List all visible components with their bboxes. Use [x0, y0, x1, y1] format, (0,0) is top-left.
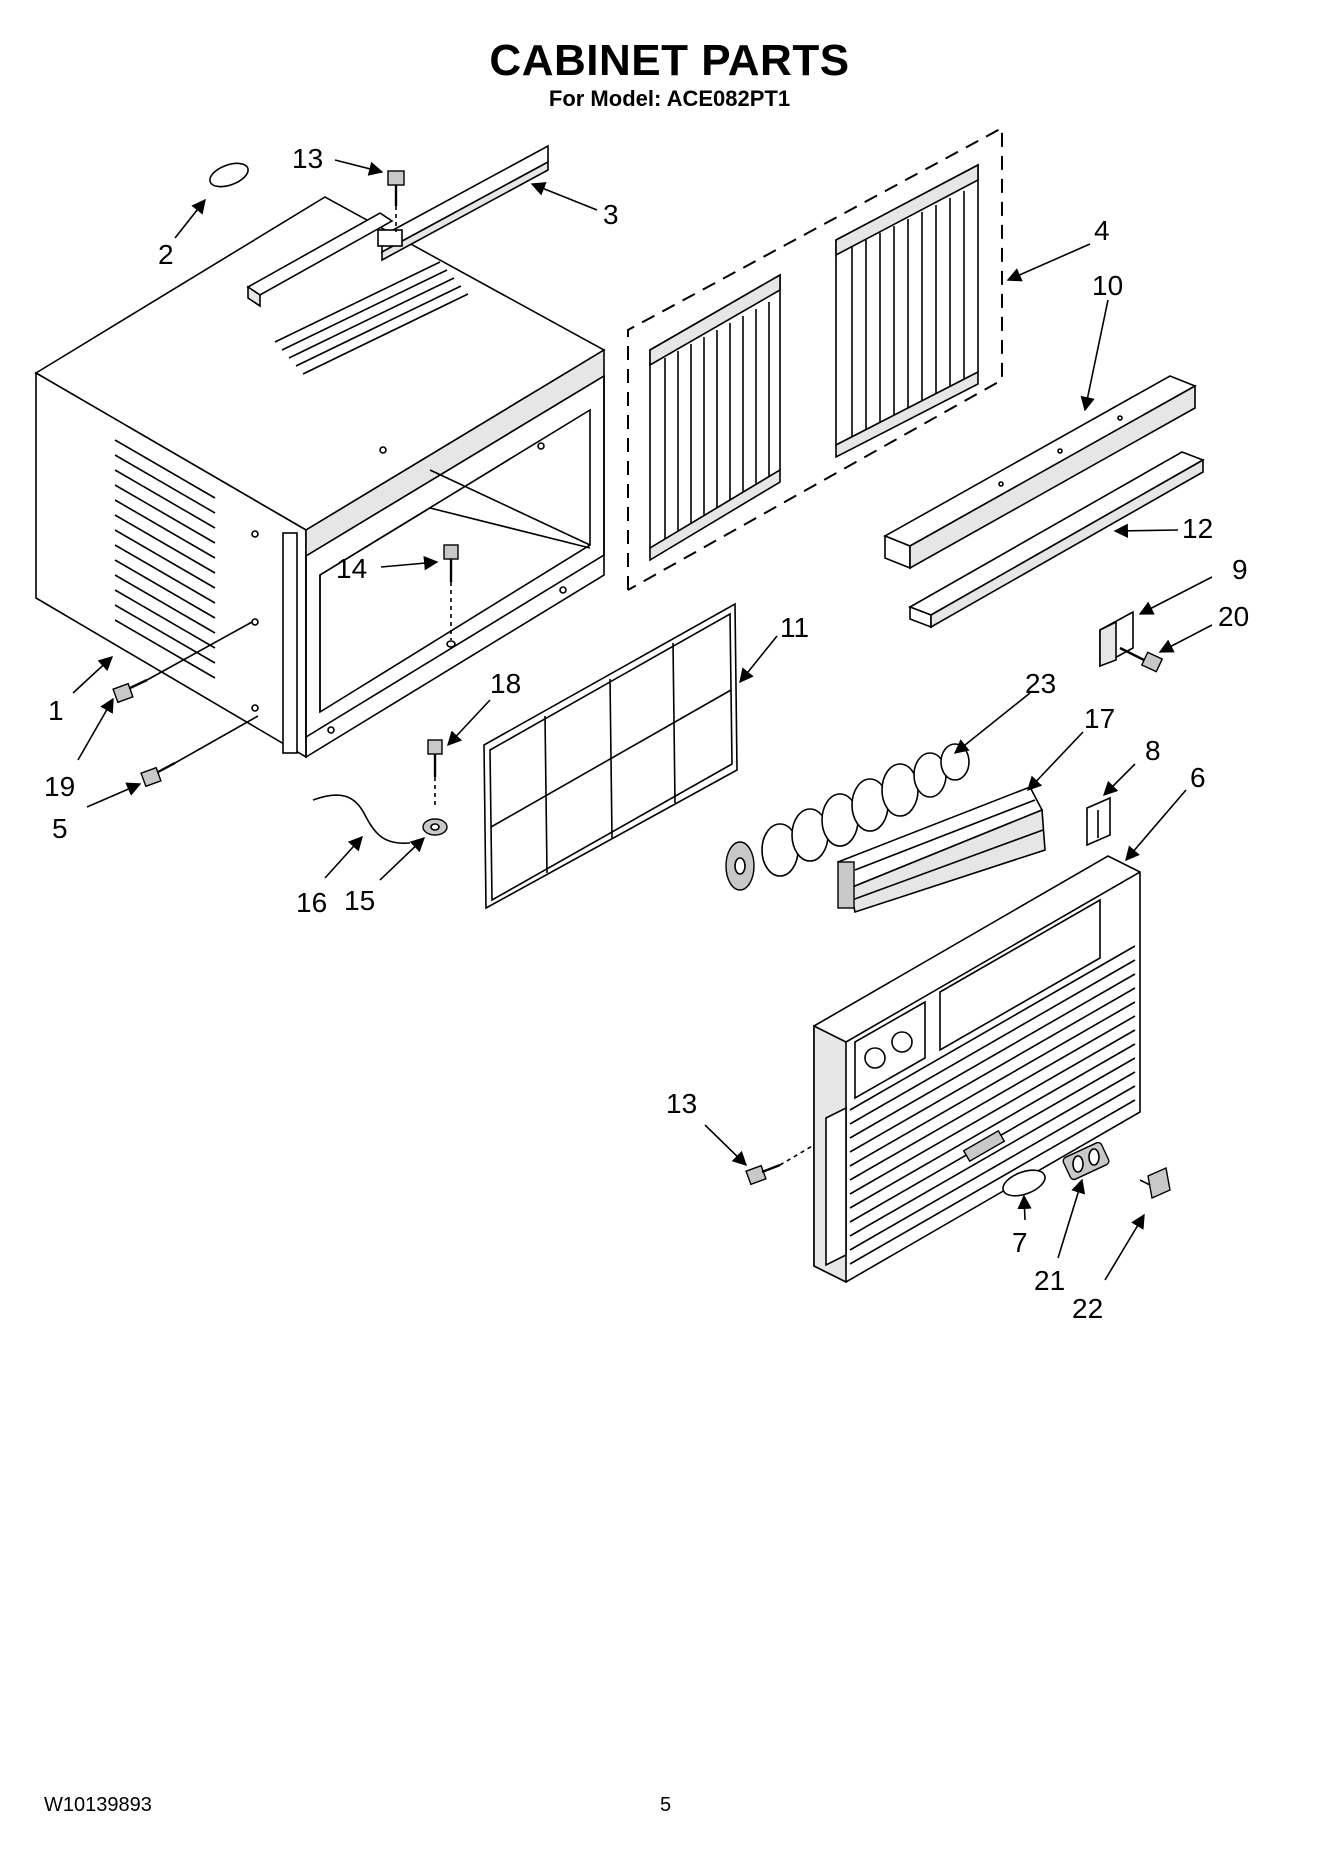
- callout-17: 17: [1084, 703, 1115, 734]
- callout-1: 1: [48, 695, 64, 726]
- callout-13-top: 13: [292, 143, 323, 174]
- screw-13-top: [387, 170, 405, 232]
- control-knob-22: [1139, 1166, 1171, 1200]
- callout-3: 3: [603, 199, 619, 230]
- callout-23: 23: [1025, 668, 1056, 699]
- air-filter: [483, 602, 738, 910]
- leader-lines: [72, 159, 1213, 1281]
- page-number: 5: [660, 1794, 672, 1816]
- callout-2: 2: [158, 239, 174, 270]
- callout-6: 6: [1190, 762, 1206, 793]
- cord-16: [312, 794, 411, 844]
- control-knob-pair: [1062, 1141, 1110, 1181]
- screw-18: [427, 739, 443, 805]
- callout-7: 7: [1012, 1227, 1028, 1258]
- side-curtains: [627, 126, 1003, 591]
- screw-14: [443, 544, 459, 648]
- callout-14: 14: [336, 553, 367, 584]
- clip-8: [1086, 796, 1111, 847]
- callout-4: 4: [1094, 215, 1110, 246]
- front-grille: [813, 855, 1141, 1284]
- side-louvers: [114, 439, 216, 679]
- callout-19: 19: [44, 771, 75, 802]
- page-title: CABINET PARTS: [489, 36, 850, 85]
- label-oval-top: [209, 162, 249, 188]
- screw-5: [140, 715, 259, 788]
- callout-20: 20: [1218, 601, 1249, 632]
- screw-20: [1119, 646, 1164, 673]
- callout-11: 11: [780, 612, 809, 643]
- label-oval-front: [1002, 1169, 1046, 1197]
- callout-18: 18: [490, 668, 521, 699]
- support-rail-lower: [908, 451, 1205, 629]
- document-number: W10139893: [44, 1794, 152, 1816]
- top-louvers: [274, 261, 469, 375]
- screw-13-front: [745, 1144, 815, 1186]
- callout-16: 16: [296, 887, 327, 918]
- callout-8: 8: [1145, 735, 1161, 766]
- blower-wheel: [725, 743, 970, 891]
- callout-21: 21: [1034, 1265, 1065, 1296]
- callout-12: 12: [1182, 513, 1213, 544]
- bracket-9: [1099, 610, 1134, 668]
- callout-5: 5: [52, 813, 68, 844]
- support-rail-upper: [883, 375, 1197, 570]
- callout-13-front: 13: [666, 1088, 697, 1119]
- washer-15: [422, 818, 448, 836]
- callout-10: 10: [1092, 270, 1123, 301]
- callout-15: 15: [344, 885, 375, 916]
- callout-9: 9: [1232, 554, 1248, 585]
- air-deflector: [836, 785, 1046, 914]
- top-rail: [377, 144, 549, 262]
- model-subtitle: For Model: ACE082PT1: [548, 86, 791, 111]
- screw-19: [112, 621, 253, 704]
- callout-labels: 13 2 3 4 10 12 9 20 14 11 1 18 23 17 8 6…: [44, 143, 1249, 1324]
- callout-22: 22: [1072, 1293, 1103, 1324]
